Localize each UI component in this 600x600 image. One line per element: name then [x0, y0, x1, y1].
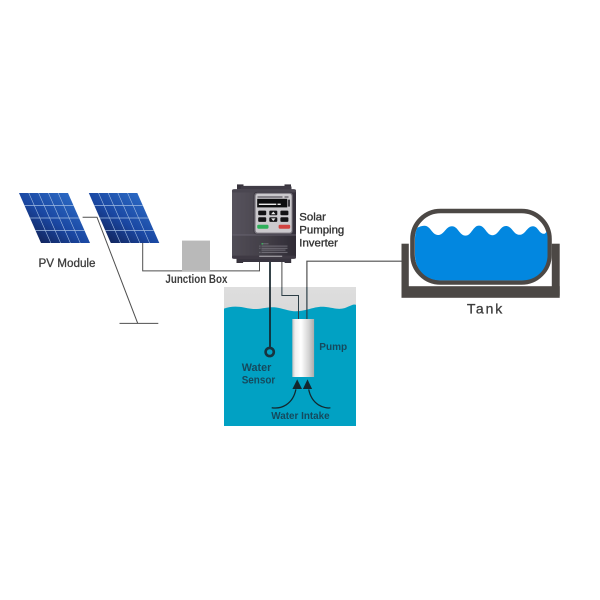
svg-text:Water Intake: Water Intake: [271, 411, 330, 422]
svg-text:Sensor: Sensor: [242, 374, 276, 386]
svg-text:Inverter: Inverter: [299, 237, 338, 249]
svg-text:Tank: Tank: [467, 300, 503, 316]
svg-text:Pump: Pump: [319, 341, 347, 353]
svg-text:Pumping: Pumping: [299, 224, 344, 236]
svg-text:Solar: Solar: [299, 211, 326, 223]
svg-text:Water: Water: [242, 362, 272, 374]
svg-text:Junction Box: Junction Box: [165, 272, 227, 286]
svg-text:PV Module: PV Module: [39, 256, 96, 270]
